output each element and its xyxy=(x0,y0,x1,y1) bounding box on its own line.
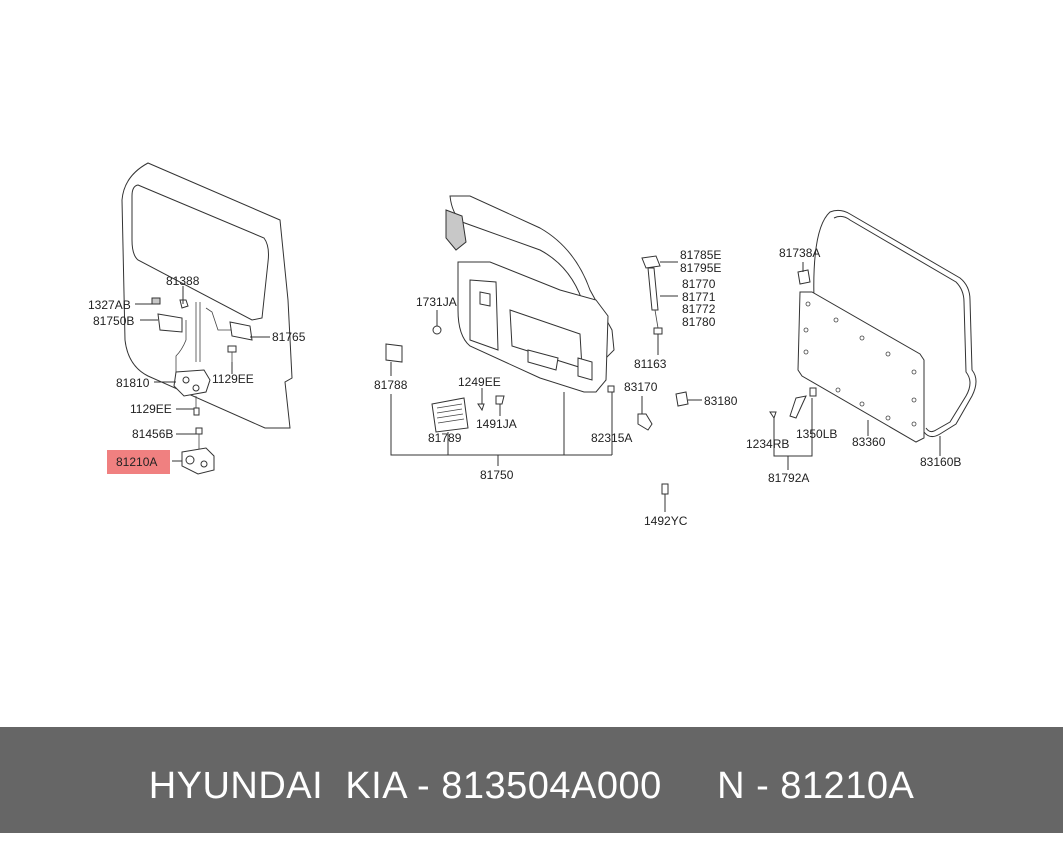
label-81750: 81750 xyxy=(480,468,514,482)
label-83170: 83170 xyxy=(624,380,658,394)
label-1129EE-b: 1129EE xyxy=(130,402,172,416)
label-1129EE-a: 1129EE xyxy=(212,372,254,386)
label-82315A: 82315A xyxy=(591,431,632,445)
label-81795E: 81795E xyxy=(680,261,721,275)
latch-assembly xyxy=(151,297,253,475)
label-81456B: 81456B xyxy=(132,427,173,441)
label-81765: 81765 xyxy=(272,330,306,344)
label-1249EE: 1249EE xyxy=(458,375,501,389)
label-81738A: 81738A xyxy=(779,246,820,260)
label-81780: 81780 xyxy=(682,315,716,329)
right-panel-assembly xyxy=(769,209,977,443)
parts-diagram: 81388 1327AB 81750B 81765 1129EE 81810 1… xyxy=(88,162,977,528)
label-83180: 83180 xyxy=(704,394,738,408)
label-81750B: 81750B xyxy=(93,314,134,328)
leader-lines xyxy=(135,261,941,512)
label-83360: 83360 xyxy=(852,435,886,449)
label-1731JA: 1731JA xyxy=(416,295,457,309)
highlight-box xyxy=(107,450,170,474)
label-81788: 81788 xyxy=(374,378,408,392)
label-1350LB: 1350LB xyxy=(796,427,837,441)
footer-part-number: HYUNDAI KIA - 813504A000 N - 81210A xyxy=(148,765,915,807)
label-81163: 81163 xyxy=(634,357,667,371)
label-81810: 81810 xyxy=(116,376,150,390)
part-labels: 81388 1327AB 81750B 81765 1129EE 81810 1… xyxy=(88,246,961,528)
gas-strut xyxy=(641,255,663,335)
label-81770: 81770 xyxy=(682,277,716,291)
label-81785E: 81785E xyxy=(680,248,721,262)
label-81789: 81789 xyxy=(428,431,462,445)
footer-bar: HYUNDAI KIA - 813504A000 N - 81210A xyxy=(0,727,1063,833)
label-81388: 81388 xyxy=(166,274,200,288)
label-81771: 81771 xyxy=(682,290,716,304)
tailgate-outer-panel xyxy=(121,162,293,429)
label-81792A: 81792A xyxy=(768,471,809,485)
label-1234RB: 1234RB xyxy=(746,437,789,451)
tailgate-trim-panel xyxy=(445,195,615,393)
label-1327AB: 1327AB xyxy=(88,298,131,312)
label-81772: 81772 xyxy=(682,302,716,316)
label-83160B: 83160B xyxy=(920,455,961,469)
label-1492YC: 1492YC xyxy=(644,514,688,528)
label-1491JA: 1491JA xyxy=(476,417,517,431)
center-small-parts xyxy=(385,325,689,495)
label-81210A: 81210A xyxy=(116,455,157,469)
